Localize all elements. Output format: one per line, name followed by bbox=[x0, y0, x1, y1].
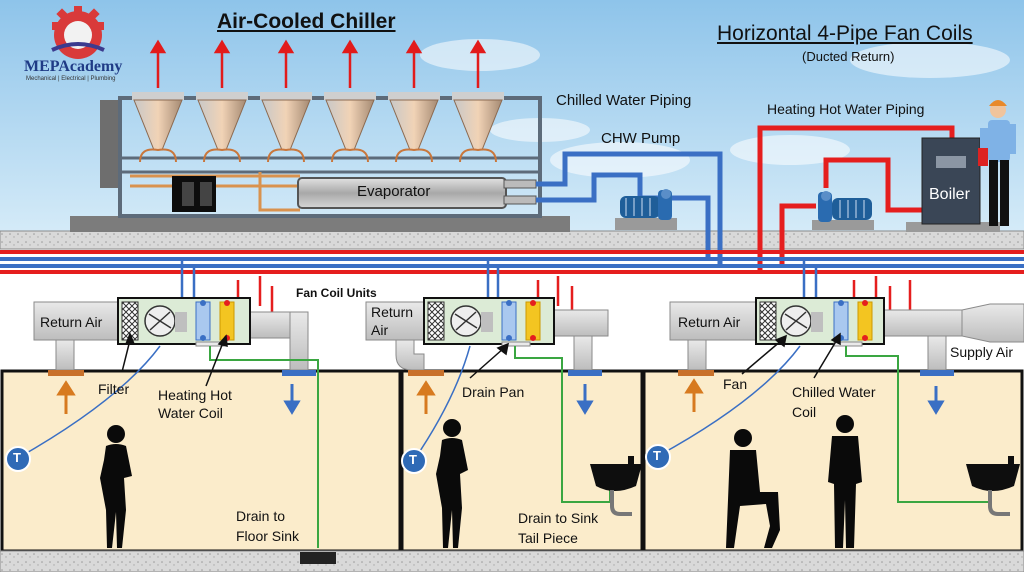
airflow-arrows bbox=[56, 378, 945, 415]
person-silhouettes bbox=[100, 415, 862, 548]
drain-pan-label: Drain Pan bbox=[462, 384, 525, 400]
hhw-pump bbox=[812, 191, 874, 230]
drain-floor-label-1: Drain to bbox=[236, 508, 286, 524]
return-air-label-2b: Air bbox=[371, 322, 389, 338]
hot-water-piping bbox=[757, 125, 955, 272]
sink-room-2 bbox=[590, 456, 642, 516]
heating-hot-water-piping-label: Heating Hot Water Piping bbox=[767, 101, 925, 117]
woman-silhouette-2 bbox=[436, 419, 468, 548]
fan-coils-subtitle: (Ducted Return) bbox=[802, 49, 895, 64]
seated-man-silhouette bbox=[726, 429, 780, 548]
filter-label: Filter bbox=[98, 381, 130, 397]
distribution-mains bbox=[0, 250, 1024, 274]
fan-label: Fan bbox=[723, 376, 748, 392]
return-air-label-1: Return Air bbox=[40, 314, 103, 330]
supply-air-label: Supply Air bbox=[950, 344, 1014, 360]
evaporator bbox=[297, 177, 507, 209]
drain-sink-label-1: Drain to Sink bbox=[518, 510, 599, 526]
chw-pump bbox=[615, 189, 677, 230]
heating-coil-label-1: Heating Hot bbox=[158, 387, 232, 403]
fan-coil-unit-3 bbox=[669, 258, 1024, 503]
chilled-coil-label-1: Chilled Water bbox=[792, 384, 876, 400]
woman-silhouette-1 bbox=[100, 425, 132, 548]
thermostat-3-label: T bbox=[653, 448, 661, 463]
thermostats bbox=[5, 444, 671, 474]
ground-slab bbox=[0, 230, 1024, 250]
fan-coil-unit-1 bbox=[33, 258, 319, 548]
chilled-water-piping bbox=[536, 151, 723, 265]
clouds bbox=[420, 39, 1010, 178]
thermostat-1-label: T bbox=[13, 450, 21, 465]
fan-coil-unit-2 bbox=[365, 258, 611, 503]
callout-lines bbox=[121, 331, 841, 387]
condenser-fans bbox=[132, 92, 504, 163]
boiler bbox=[906, 137, 1000, 232]
floor-slab bbox=[0, 550, 1024, 572]
air-cooled-chiller bbox=[70, 92, 570, 232]
logo-name: MEPAcademy bbox=[24, 58, 123, 75]
chilled-coil-label-2: Coil bbox=[792, 404, 817, 420]
fan-coil-units-label: Fan Coil Units bbox=[296, 286, 377, 300]
logo-tagline: Mechanical | Electrical | Plumbing bbox=[26, 76, 116, 82]
thermostat-2-label: T bbox=[409, 452, 417, 467]
logo-gear-icon bbox=[51, 6, 105, 59]
sink-room-3 bbox=[966, 456, 1020, 516]
fan-coils-title: Horizontal 4-Pipe Fan Coils bbox=[717, 22, 973, 45]
heat-rejection-arrows bbox=[149, 39, 487, 88]
chilled-water-piping-label: Chilled Water Piping bbox=[556, 92, 692, 109]
standing-man-silhouette bbox=[828, 415, 862, 548]
heating-coil-label-2: Water Coil bbox=[158, 405, 223, 421]
return-air-label-3: Return Air bbox=[678, 314, 741, 330]
thermostat-wires bbox=[17, 345, 801, 461]
evaporator-label: Evaporator bbox=[357, 183, 431, 200]
drain-floor-label-2: Floor Sink bbox=[236, 528, 300, 544]
floor-sink bbox=[300, 552, 336, 564]
chiller-title: Air-Cooled Chiller bbox=[217, 10, 396, 33]
boiler-label: Boiler bbox=[929, 186, 970, 203]
drain-sink-label-2: Tail Piece bbox=[518, 530, 578, 546]
worker-figure bbox=[978, 100, 1016, 226]
return-air-label-2a: Return bbox=[371, 304, 414, 320]
chw-pump-label: CHW Pump bbox=[601, 130, 681, 147]
